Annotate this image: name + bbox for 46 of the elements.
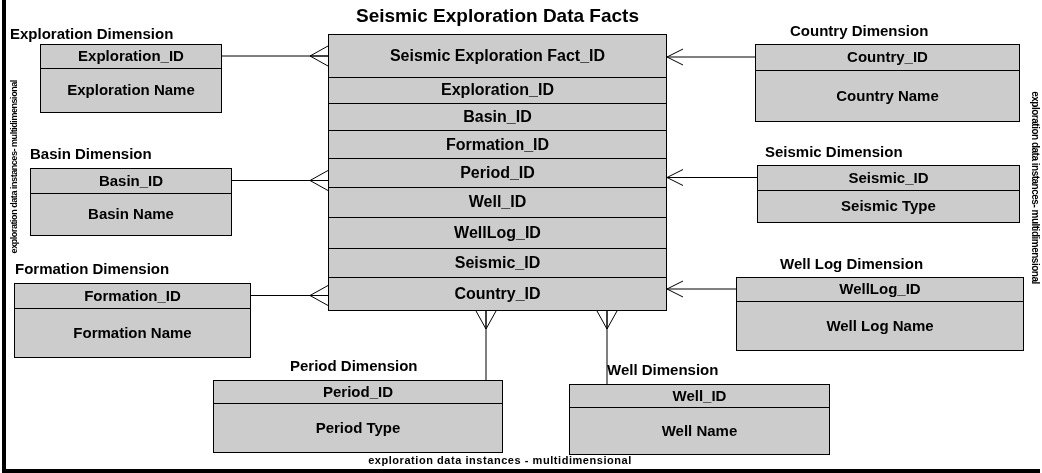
field-name: Basin Name bbox=[88, 205, 174, 224]
table-heading: Seismic Dimension bbox=[765, 143, 903, 162]
field-name: Exploration_ID bbox=[441, 80, 554, 101]
field-name: Formation Name bbox=[73, 323, 192, 343]
field-name: Exploration Name bbox=[67, 81, 195, 100]
field-name: Well_ID bbox=[468, 192, 527, 213]
field-name: Well Log Name bbox=[826, 316, 934, 336]
field-name: Basin_ID bbox=[463, 106, 532, 127]
field-name: Seismic_ID bbox=[848, 168, 929, 188]
field-name: Seismic_ID bbox=[454, 253, 541, 274]
relationship-line bbox=[596, 310, 618, 385]
field-name: Well Name bbox=[661, 421, 738, 441]
field-name: Period_ID bbox=[460, 163, 535, 183]
relationship-line bbox=[231, 170, 329, 191]
footer-note: exploration data instances - multidimensional bbox=[368, 455, 632, 466]
field-name: Formation_ID bbox=[445, 134, 550, 155]
field-name: Country Name bbox=[836, 86, 939, 106]
table-heading: Exploration Dimension bbox=[10, 25, 174, 44]
relationship-line bbox=[475, 310, 497, 381]
field-name: Period Type bbox=[315, 418, 401, 438]
relationship-line bbox=[666, 280, 737, 298]
table-heading: Formation Dimension bbox=[15, 260, 170, 279]
relationship-line bbox=[221, 45, 329, 67]
field-name: WellLog_ID bbox=[839, 280, 921, 300]
field-name: Country_ID bbox=[847, 48, 928, 68]
field-name: WellLog_ID bbox=[454, 223, 541, 244]
fact-table bbox=[328, 34, 667, 311]
table-heading: Well Dimension bbox=[607, 361, 719, 380]
field-name: Seismic Exploration Fact_ID bbox=[389, 45, 606, 66]
side-note: exploration data instances- multidimensional bbox=[8, 80, 21, 254]
relationship-line bbox=[666, 169, 758, 186]
relationship-line bbox=[666, 48, 756, 66]
field-name: Country_ID bbox=[454, 284, 541, 305]
table-heading: Period Dimension bbox=[290, 357, 418, 376]
table-heading: Country Dimension bbox=[790, 22, 929, 41]
field-name: Period_ID bbox=[323, 382, 393, 402]
table-heading: Well Log Dimension bbox=[780, 255, 924, 274]
diagram-title: Seismic Exploration Data Facts bbox=[355, 4, 640, 28]
side-note: exploration data instances- multidimensional bbox=[1028, 91, 1042, 284]
relationship-line bbox=[250, 285, 329, 306]
field-name: Seismic Type bbox=[841, 197, 936, 216]
field-name: Well_ID bbox=[672, 386, 727, 406]
field-name: Exploration_ID bbox=[78, 47, 184, 66]
table-heading: Basin Dimension bbox=[30, 145, 152, 164]
field-name: Formation_ID bbox=[84, 286, 181, 306]
field-name: Basin_ID bbox=[98, 171, 164, 191]
